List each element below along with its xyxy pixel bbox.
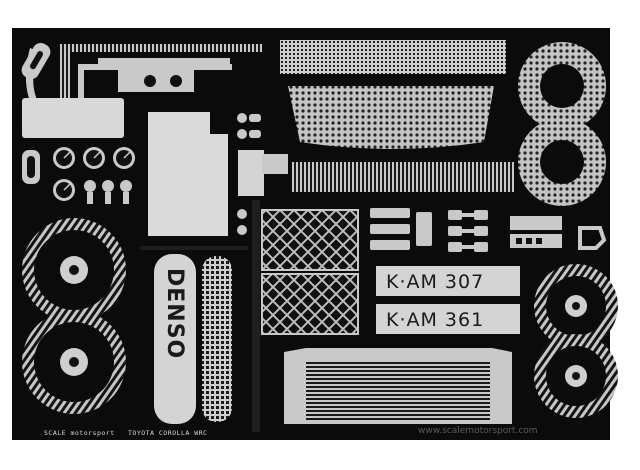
small-bars — [370, 208, 432, 250]
plate-1-text: K·AM 307 — [386, 271, 484, 293]
brand-label: SCALE motorsport — [44, 429, 115, 437]
chain-links — [448, 210, 488, 252]
model-label: TOYOTA COROLLA WRC — [128, 429, 207, 437]
website-url: www.scalemotorsport.com — [418, 426, 538, 436]
brake-disc-left-bottom — [22, 310, 126, 414]
wheel-disc-top — [518, 42, 606, 130]
plate-2-text: K·AM 361 — [386, 309, 484, 331]
control-panel — [510, 216, 607, 250]
diamond-mesh-top — [261, 209, 359, 271]
top-left-parts — [21, 42, 262, 110]
diamond-mesh-bottom — [261, 273, 359, 335]
brake-disc-left-top — [22, 218, 126, 322]
denso-panel: DENSO — [154, 254, 196, 424]
gauges — [22, 147, 135, 204]
front-grille — [288, 86, 494, 149]
denso-label: DENSO — [162, 268, 187, 359]
window-panel — [148, 112, 228, 236]
license-plate-1: K·AM 307 — [376, 266, 520, 296]
brake-disc-right-bottom — [534, 334, 618, 418]
license-plate-2: K·AM 361 — [376, 304, 520, 334]
wheel-disc-mid — [518, 118, 606, 206]
grille-strip-top — [280, 40, 506, 74]
switch-column — [237, 113, 264, 235]
vertical-mesh — [202, 256, 232, 422]
vent-strip — [292, 162, 514, 192]
brake-disc-right-top — [534, 264, 618, 348]
plain-panel-left — [22, 98, 124, 138]
intercooler — [284, 348, 512, 424]
